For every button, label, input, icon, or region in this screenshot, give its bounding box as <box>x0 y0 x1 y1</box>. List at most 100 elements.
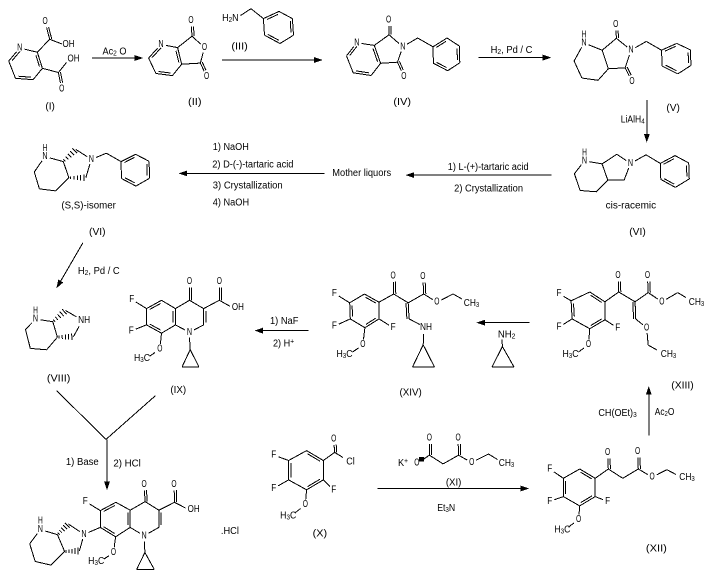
svg-text:F: F <box>332 288 337 299</box>
svg-text:2) H+: 2) H+ <box>273 336 294 348</box>
svg-text:H2N: H2N <box>222 12 239 24</box>
svg-text:3) Crystallization: 3) Crystallization <box>213 180 283 191</box>
svg-text:H3C: H3C <box>88 555 104 567</box>
svg-text:O: O <box>469 457 474 468</box>
svg-text:O: O <box>386 15 391 26</box>
svg-text:N: N <box>581 38 586 49</box>
svg-text:O: O <box>111 547 116 558</box>
svg-text:O: O <box>202 42 207 53</box>
svg-text:H2, Pd / C: H2, Pd / C <box>78 266 120 278</box>
svg-text:F: F <box>391 322 396 333</box>
svg-text:(XIII): (XIII) <box>671 380 694 391</box>
svg-text:O: O <box>331 433 336 444</box>
svg-text:N: N <box>628 158 633 169</box>
svg-text:(VI): (VI) <box>89 227 106 238</box>
svg-text:F: F <box>615 323 620 334</box>
svg-text:H3C: H3C <box>336 348 352 360</box>
svg-text:O: O <box>650 472 655 483</box>
svg-text:O: O <box>188 15 193 26</box>
svg-text:F: F <box>332 321 337 332</box>
svg-text:2) HCl: 2) HCl <box>113 458 141 469</box>
svg-text:N: N <box>89 154 94 165</box>
svg-text:O: O <box>434 297 439 308</box>
svg-text:N: N <box>42 151 47 162</box>
svg-text:N: N <box>354 37 359 48</box>
svg-text:O: O <box>613 19 618 30</box>
svg-text:NH2: NH2 <box>498 329 516 341</box>
svg-text:O: O <box>142 479 147 490</box>
svg-text:(VIII): (VIII) <box>47 374 71 385</box>
svg-text:cis-racemic: cis-racemic <box>606 201 657 212</box>
svg-text:F: F <box>129 294 134 305</box>
svg-text:O: O <box>171 479 176 490</box>
svg-text:O: O <box>427 432 432 443</box>
svg-text:(III): (III) <box>231 42 248 53</box>
svg-text:Ac2 O: Ac2 O <box>103 46 127 58</box>
svg-text:O: O <box>629 76 634 87</box>
svg-text:N: N <box>17 43 22 54</box>
svg-text:(I): (I) <box>45 102 55 113</box>
svg-text:2) D-(-)-tartaric acid: 2) D-(-)-tartaric acid <box>212 160 293 171</box>
svg-text:Cl: Cl <box>346 457 355 468</box>
svg-text:H3C: H3C <box>562 348 578 360</box>
svg-text:CH(OEt)3: CH(OEt)3 <box>598 408 636 420</box>
svg-text:N: N <box>81 529 86 540</box>
svg-text:NH: NH <box>78 315 90 326</box>
svg-text:N: N <box>400 41 405 52</box>
svg-text:(IV): (IV) <box>393 97 411 108</box>
svg-text:N: N <box>38 524 43 535</box>
svg-text:O: O <box>645 270 650 281</box>
svg-text:N: N <box>142 530 147 541</box>
svg-text:H: H <box>38 516 43 527</box>
svg-text:F: F <box>271 483 276 494</box>
svg-text:OH: OH <box>188 504 200 515</box>
svg-text:(XI): (XI) <box>446 478 462 489</box>
svg-text:O: O <box>187 276 192 287</box>
svg-text:CH3: CH3 <box>661 349 677 361</box>
svg-text:H3C: H3C <box>554 524 570 536</box>
svg-text:O: O <box>59 84 64 95</box>
svg-text:(IX): (IX) <box>170 385 186 396</box>
svg-text:(XII): (XII) <box>646 544 667 555</box>
svg-text:(XIV): (XIV) <box>399 387 421 398</box>
svg-text:.HCl: .HCl <box>221 526 239 537</box>
svg-text:F: F <box>83 496 88 507</box>
svg-text:K+: K+ <box>398 456 408 468</box>
svg-text:H: H <box>582 148 587 159</box>
svg-text:F: F <box>129 326 134 337</box>
svg-text:4) NaOH: 4) NaOH <box>213 198 249 209</box>
svg-text:O: O <box>391 270 396 281</box>
svg-text:H: H <box>33 306 38 317</box>
svg-text:O: O <box>586 339 591 350</box>
svg-text:1) Base: 1) Base <box>66 457 99 468</box>
svg-text:OH: OH <box>68 54 80 65</box>
svg-text:1) NaOH: 1) NaOH <box>213 142 249 153</box>
svg-text:1) L-(+)-tartaric acid: 1) L-(+)-tartaric acid <box>448 162 529 173</box>
svg-text:H3C: H3C <box>280 510 296 522</box>
svg-text:2) Crystallization: 2) Crystallization <box>454 183 523 194</box>
svg-text:O: O <box>644 323 649 334</box>
svg-text:O: O <box>43 16 48 27</box>
svg-text:N: N <box>187 327 192 338</box>
svg-text:O: O <box>303 499 308 510</box>
svg-text:F: F <box>331 484 336 495</box>
svg-text:N: N <box>582 155 587 166</box>
svg-text:CH3: CH3 <box>689 296 705 308</box>
svg-text:H2, Pd / C: H2, Pd / C <box>491 45 533 57</box>
svg-text:F: F <box>557 322 562 333</box>
svg-text:O: O <box>456 432 461 443</box>
svg-text:O: O <box>635 446 640 457</box>
svg-text:(X): (X) <box>313 529 328 540</box>
svg-text:F: F <box>557 288 562 299</box>
svg-text:O: O <box>420 271 425 282</box>
svg-text:F: F <box>547 464 552 475</box>
svg-text:NH: NH <box>420 322 432 333</box>
svg-text:N: N <box>628 45 633 56</box>
svg-text:1) NaF: 1) NaF <box>270 316 299 327</box>
svg-text:O: O <box>659 296 664 307</box>
svg-text:N: N <box>158 39 163 50</box>
svg-text:O: O <box>414 457 419 468</box>
svg-text:F: F <box>605 496 610 507</box>
svg-text:(V): (V) <box>666 103 680 114</box>
svg-text:(II): (II) <box>188 97 202 108</box>
